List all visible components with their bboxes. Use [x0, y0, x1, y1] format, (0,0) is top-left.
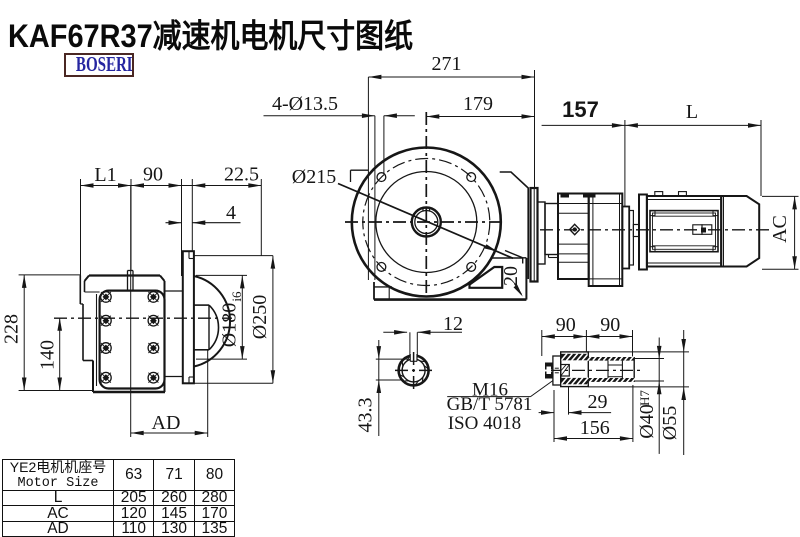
svg-text:228: 228 [1, 314, 23, 344]
svg-text:Ø40: Ø40 [636, 404, 658, 438]
svg-text:Ø215: Ø215 [292, 166, 336, 188]
svg-text:ISO 4018: ISO 4018 [448, 413, 521, 434]
svg-text:L: L [686, 101, 698, 123]
svg-text:271: 271 [432, 53, 462, 75]
svg-text:90: 90 [600, 314, 620, 336]
svg-text:22.5: 22.5 [224, 164, 259, 186]
svg-text:4-Ø13.5: 4-Ø13.5 [272, 93, 338, 115]
svg-text:AD: AD [152, 412, 181, 434]
svg-text:GB/T 5781: GB/T 5781 [447, 394, 533, 415]
svg-text:Ø55: Ø55 [659, 406, 681, 440]
svg-text:AC: AC [769, 215, 791, 243]
svg-text:43.3: 43.3 [355, 398, 377, 433]
svg-text:20: 20 [500, 266, 522, 286]
svg-text:4: 4 [226, 202, 236, 224]
svg-text:M16: M16 [472, 380, 508, 401]
svg-text:156: 156 [580, 417, 610, 439]
svg-text:12: 12 [443, 313, 463, 335]
svg-text:H7: H7 [637, 390, 652, 406]
svg-text:29: 29 [588, 391, 608, 413]
svg-text:90: 90 [143, 164, 163, 186]
svg-text:157: 157 [562, 97, 599, 122]
svg-text:90: 90 [556, 314, 576, 336]
svg-text:Ø250: Ø250 [249, 295, 271, 339]
svg-text:L1: L1 [94, 164, 116, 186]
svg-text:Ø180: Ø180 [219, 303, 241, 347]
svg-text:179: 179 [463, 93, 493, 115]
svg-text:140: 140 [37, 340, 59, 370]
svg-text:i6: i6 [229, 291, 244, 302]
